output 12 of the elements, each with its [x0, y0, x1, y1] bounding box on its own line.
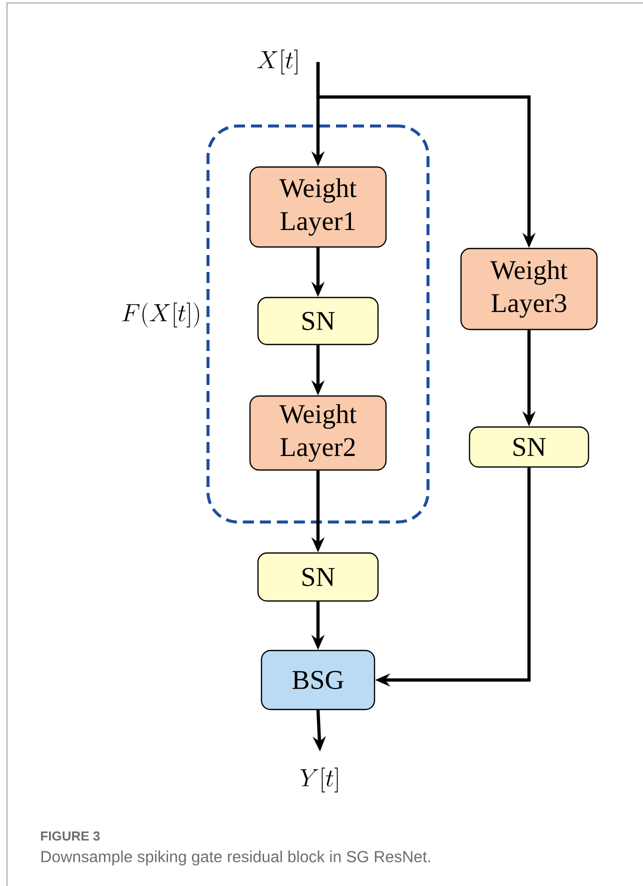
figure-number: FIGURE 3 — [41, 831, 100, 841]
group-label: $F(X[t])$ — [122, 302, 200, 328]
sn-box: SN — [468, 426, 590, 468]
gate-box: BSG — [260, 650, 376, 710]
input-label: $X[t]$ — [257, 50, 298, 74]
sn-box: SN — [257, 296, 379, 346]
weight-layer-box: Weight Layer1 — [249, 166, 387, 248]
weight-layer-box: Weight Layer3 — [460, 248, 598, 330]
sn-box: SN — [257, 552, 379, 602]
output-label: $Y[t]$ — [300, 768, 338, 792]
caption: Downsample spiking gate residual block in SG ResNet. — [42, 850, 430, 866]
weight-layer-box: Weight Layer2 — [249, 395, 387, 471]
